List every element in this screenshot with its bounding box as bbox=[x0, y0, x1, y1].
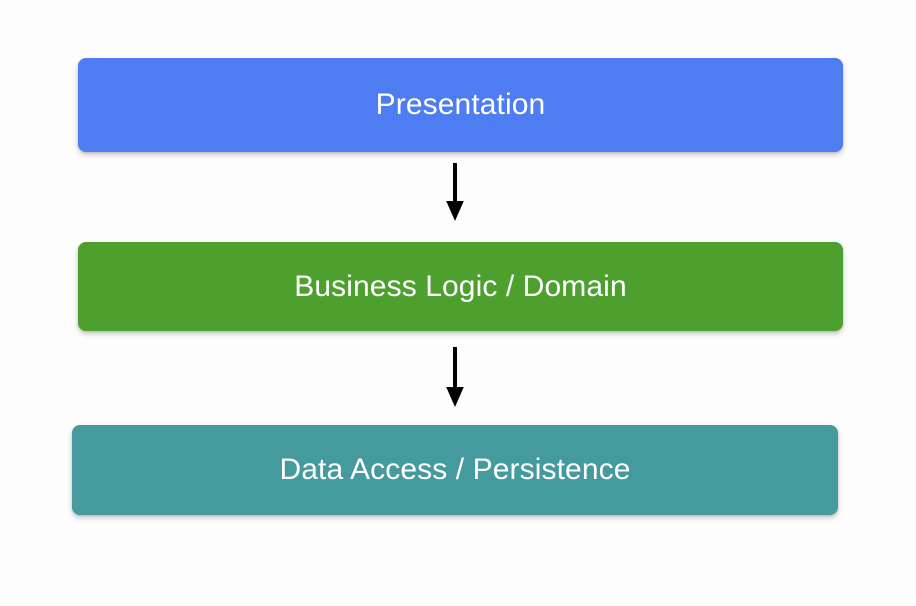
layer-label-data-access: Data Access / Persistence bbox=[279, 453, 631, 486]
layer-label-presentation: Presentation bbox=[375, 88, 546, 121]
arrow-business-logic-to-data-access-icon bbox=[446, 347, 464, 407]
layer-box-presentation[interactable]: Presentation bbox=[78, 58, 843, 152]
arrow-head bbox=[446, 387, 464, 407]
arrow-head bbox=[446, 201, 464, 221]
layer-box-data-access[interactable]: Data Access / Persistence bbox=[72, 425, 838, 515]
arrow-presentation-to-business-logic-icon bbox=[446, 163, 464, 221]
layer-label-business-logic: Business Logic / Domain bbox=[294, 269, 627, 303]
layer-box-business-logic[interactable]: Business Logic / Domain bbox=[78, 242, 843, 331]
